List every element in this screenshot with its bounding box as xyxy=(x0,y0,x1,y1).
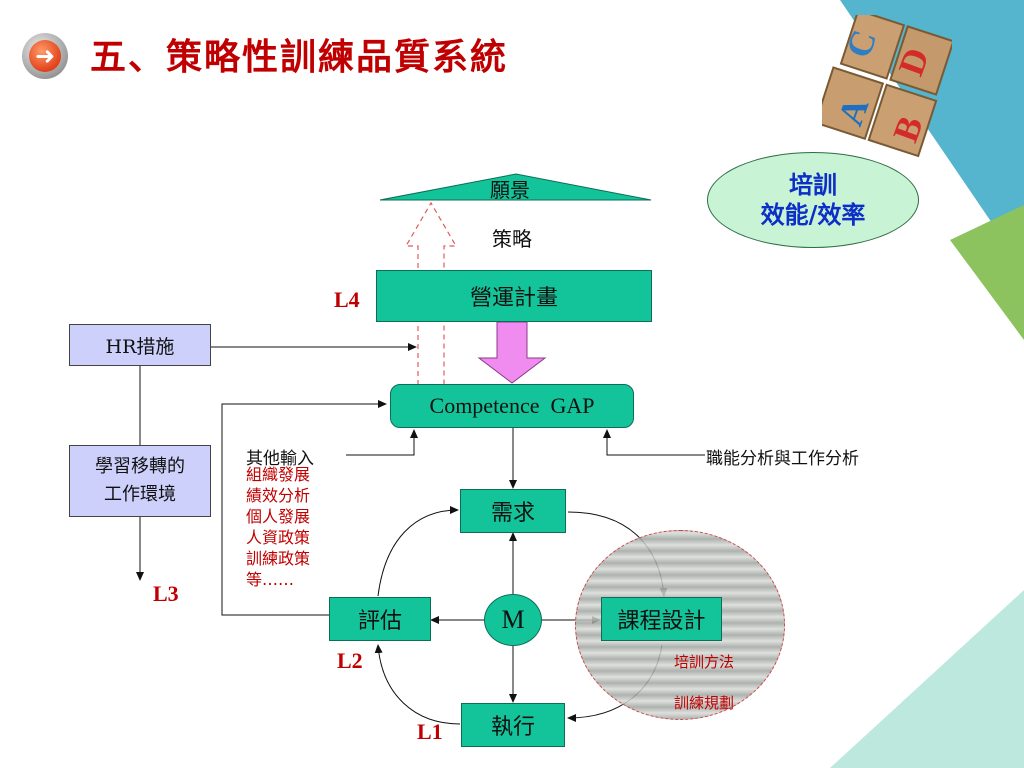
training-methods-label: 培訓方法 xyxy=(674,653,735,671)
learning-transfer-box: 學習移轉的 工作環境 xyxy=(69,445,211,517)
training-planning-label: 訓練規劃 xyxy=(674,694,735,712)
other-input-item: 人資政策 xyxy=(246,528,311,547)
hr-measures-box: HR措施 xyxy=(69,324,211,366)
level-l1-label: L1 xyxy=(417,719,443,744)
abcd-blocks-logo: C D A B xyxy=(822,15,952,158)
strategy-label: 策略 xyxy=(492,227,532,251)
other-inputs-list: 組織發展 績效分析 個人發展 人資政策 訓練政策 等…… xyxy=(246,464,310,590)
execution-box: 執行 xyxy=(461,703,565,747)
level-l2-label: L2 xyxy=(337,648,363,673)
needs-box: 需求 xyxy=(460,489,566,533)
ellipse-line2: 效能/效率 xyxy=(760,200,866,229)
right-arrow-icon: ➜ xyxy=(29,40,61,72)
operations-plan-box: 營運計畫 xyxy=(376,270,652,322)
competence-gap-box: Competence GAP xyxy=(390,384,634,428)
level-l4-label: L4 xyxy=(334,287,360,312)
ellipse-line1: 培訓 xyxy=(789,170,837,199)
other-input-item: 個人發展 xyxy=(246,507,311,526)
learning-transfer-line1: 學習移轉的 xyxy=(95,456,185,477)
page-title: 五、策略性訓練品質系統 xyxy=(90,36,509,78)
course-design-box: 課程設計 xyxy=(601,597,722,641)
vision-label: 願景 xyxy=(490,178,530,202)
other-input-item: 績效分析 xyxy=(246,486,311,505)
corner-mint-shape xyxy=(830,590,1024,768)
arrow-bullet-icon: ➜ xyxy=(22,33,68,79)
training-efficiency-ellipse: 培訓 效能/效率 xyxy=(707,152,919,248)
corner-green-shape xyxy=(950,205,1024,340)
evaluation-box: 評估 xyxy=(329,597,431,641)
job-analysis-label: 職能分析與工作分析 xyxy=(706,449,859,469)
vision-triangle xyxy=(379,173,652,201)
pink-down-arrow xyxy=(477,321,547,384)
learning-transfer-line2: 工作環境 xyxy=(104,484,176,505)
other-inputs-heading: 其他輸入 xyxy=(246,449,314,469)
other-input-item: 訓練政策 xyxy=(246,549,311,568)
m-center-circle: M xyxy=(484,594,542,646)
dashed-up-arrow xyxy=(404,201,458,385)
other-input-item: 等…… xyxy=(246,570,295,589)
other-input-item: 組織發展 xyxy=(246,465,311,484)
level-l3-label: L3 xyxy=(153,581,179,606)
